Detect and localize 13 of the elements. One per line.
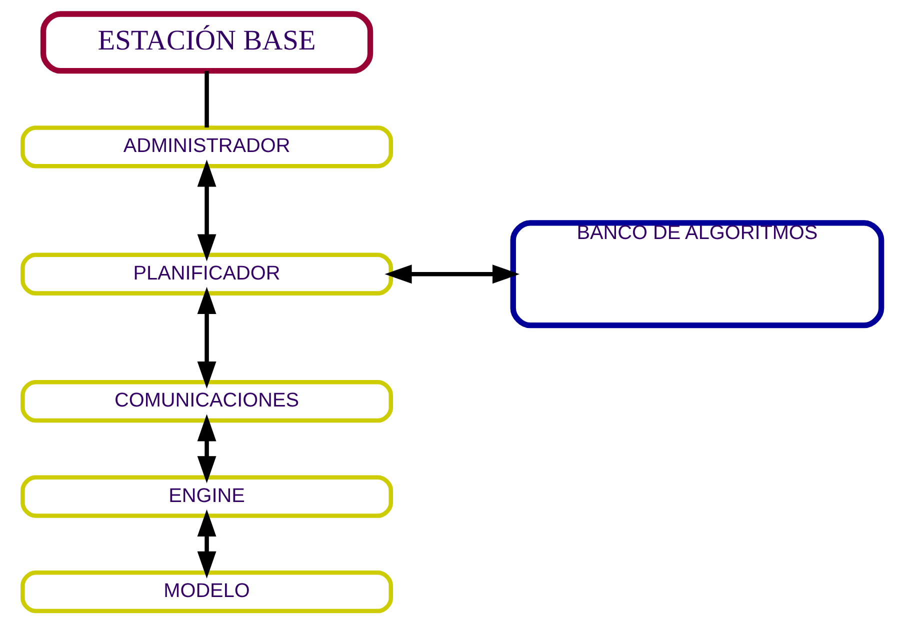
node-box: BANCO DE ALGORITMOS [510,220,884,328]
arrow [384,264,520,284]
node-box: COMUNICACIONES [20,380,392,423]
node-box: ENGINE [20,475,392,518]
arrow [196,509,216,578]
connector [204,71,208,128]
arrow [196,414,216,484]
node-box: ESTACIÓN BASE [40,11,373,74]
arrow [196,286,216,389]
node-box: ADMINISTRADOR [20,126,392,168]
arrow [196,160,216,262]
node-box: MODELO [20,570,392,614]
node-box: PLANIFICADOR [20,252,392,296]
